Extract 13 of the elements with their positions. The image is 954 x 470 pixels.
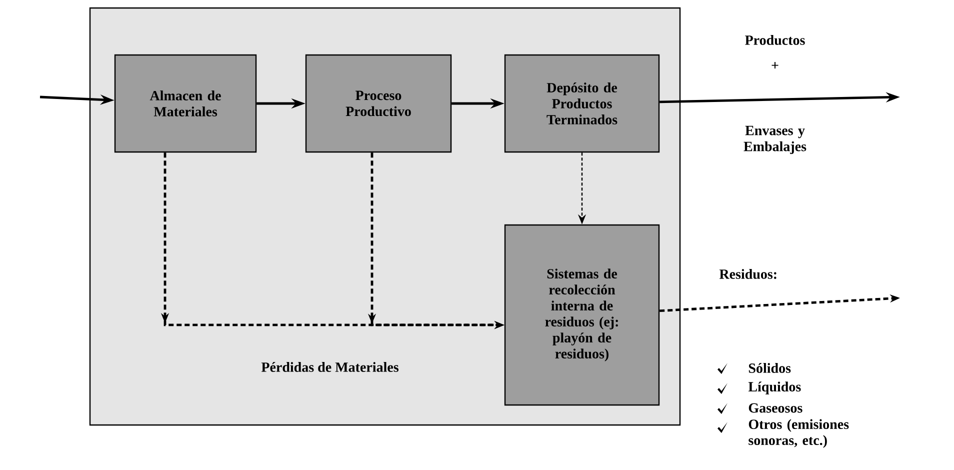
label-text: Productos: [745, 35, 805, 45]
process-box: Depósito de Productos Terminados: [504, 54, 660, 153]
label-text: Pérdidas de Materiales: [261, 362, 398, 372]
label-text: Sólidos: [748, 363, 791, 373]
label-text: Envases y Embalajes: [744, 126, 806, 154]
label-text: Otros (emisiones sonoras, etc.): [748, 419, 849, 448]
label-text: Gaseosos: [748, 403, 802, 413]
process-box: Proceso Productivo: [305, 54, 452, 153]
process-box: Almacen de Materiales: [114, 54, 257, 153]
label-text: +: [772, 62, 778, 69]
process-box: Sistemas de recolección interna de residuos (ej: playón de residuos): [504, 224, 660, 406]
label-text: Líquidos: [748, 382, 801, 394]
label-text: Residuos:: [719, 269, 776, 279]
